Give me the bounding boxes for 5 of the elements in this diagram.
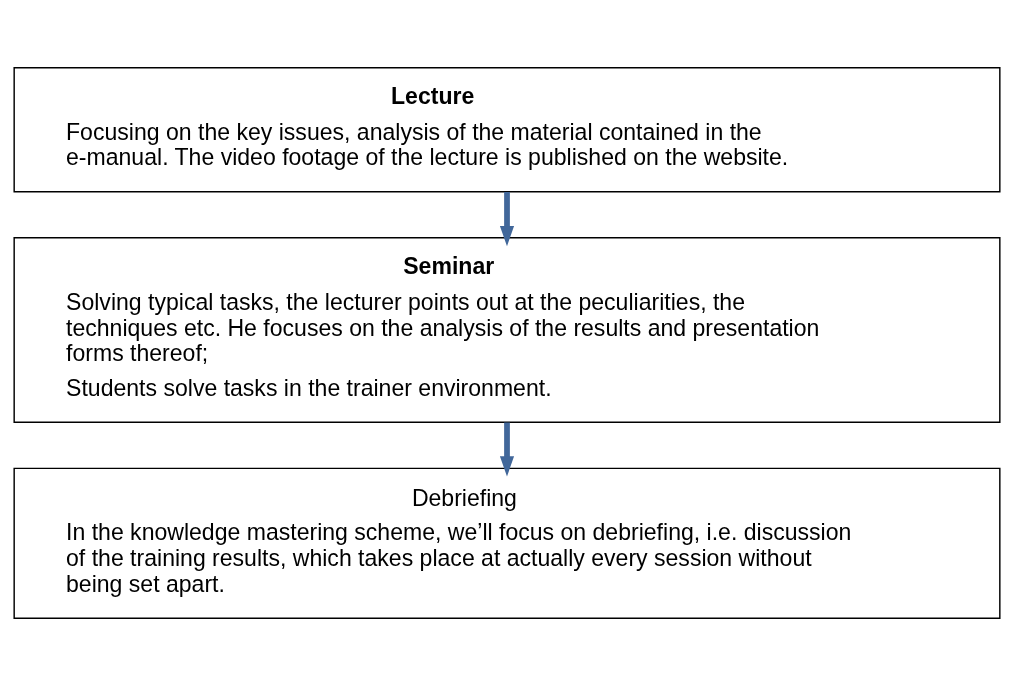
arrow [499, 422, 515, 477]
arrow [499, 192, 515, 247]
node-box: Seminar Solving typical tasks, the lecturer points out at the peculiarities, the techniques etc. He focuses on the analysis of the results and presentation forms thereof; Students solve tasks in the trainer environment. [13, 237, 1001, 423]
node-box: Debriefing In the knowledge mastering scheme, we’ll focus on debriefing, i.e. discussion of the training results, which takes place at actually every session without being set apart. [13, 467, 1001, 619]
node-box: Lecture Focusing on the key issues, analysis of the material contained in the e-manual. The video footage of the lecture is published on the website. [13, 67, 1001, 193]
